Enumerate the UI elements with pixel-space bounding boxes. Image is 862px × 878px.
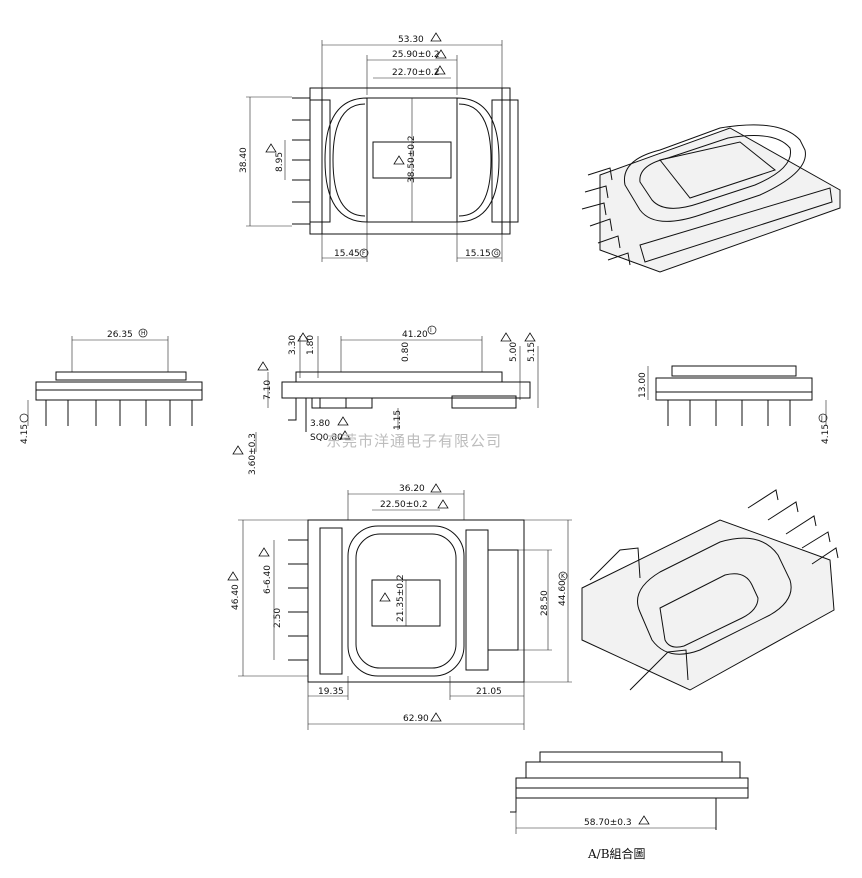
marker-circle-icon <box>818 413 828 423</box>
watermark: 东莞市洋通电子有限公司 <box>326 432 502 450</box>
dim-bot-28-50: 28.50 <box>540 590 550 616</box>
marker-k: K <box>561 573 566 580</box>
warning-triangle-icon <box>430 32 442 42</box>
warning-triangle-icon <box>393 155 405 165</box>
marker-g: G <box>494 250 499 257</box>
dim-side-sq: SQ0.80 <box>310 433 343 443</box>
warning-triangle-icon <box>379 592 391 602</box>
warning-triangle-icon <box>430 712 442 722</box>
iso-view-bottom <box>581 489 839 691</box>
dim-top-window-outer: 25.90±0.2 <box>392 50 440 60</box>
warning-triangle-icon <box>434 65 446 75</box>
warning-triangle-icon <box>265 143 277 153</box>
warning-triangle-icon <box>638 815 650 825</box>
warning-triangle-icon <box>430 483 442 493</box>
marker-circle-icon <box>138 328 148 338</box>
marker-circle-icon <box>359 248 369 258</box>
dim-right-4-15: 4.15 <box>821 424 831 444</box>
dim-bot-62-90: 62.90 <box>403 714 429 724</box>
dim-side-5-00: 5.00 <box>509 342 519 362</box>
dim-bot-21-05: 21.05 <box>476 687 502 697</box>
dim-side-7-10: 7.10 <box>263 380 273 400</box>
dim-side-5-15: 5.15 <box>527 342 537 362</box>
warning-triangle-icon <box>227 571 239 581</box>
dim-left-height: 4.15 <box>20 424 30 444</box>
warning-triangle-icon <box>500 332 512 342</box>
dim-top-window-inner: 22.70±0.2 <box>392 68 440 78</box>
warning-triangle-icon <box>257 361 269 371</box>
bottom-view: 36.20 22.50±0.2 46.40 6-6.40 2.50 21.35±… <box>227 483 572 730</box>
marker-circle-icon <box>491 248 501 258</box>
dim-top-left-offset: 15.45 <box>334 249 360 259</box>
dim-bot-46-40: 46.40 <box>231 584 241 610</box>
marker-circle-icon <box>19 413 29 423</box>
marker-circle-icon <box>558 571 568 581</box>
marker-h: H <box>141 330 146 337</box>
warning-triangle-icon <box>297 332 309 342</box>
dim-top-pitch: 8.95 <box>275 152 285 172</box>
dim-bot-21-35: 21.35±0.2 <box>396 574 406 622</box>
warning-triangle-icon <box>524 332 536 342</box>
warning-triangle-icon <box>232 445 244 455</box>
dim-side-41-20: 41.20 <box>402 330 428 340</box>
dim-bot-44-60: 44.60 <box>558 580 568 606</box>
dim-right-height: 13.00 <box>638 372 648 398</box>
warning-triangle-icon <box>339 430 351 440</box>
dim-left-width: 26.35 <box>107 330 133 340</box>
dim-bot-36-20: 36.20 <box>399 484 425 494</box>
marker-f: F <box>362 250 366 257</box>
warning-triangle-icon <box>337 416 349 426</box>
dim-top-right-offset: 15.15 <box>465 249 491 259</box>
dim-bot-2-50: 2.50 <box>273 608 283 628</box>
dim-side-0-80: 0.80 <box>401 342 411 362</box>
dim-bot-19-35: 19.35 <box>318 687 344 697</box>
dim-top-height: 38.40 <box>239 147 249 173</box>
right-side-view: 13.00 4.15 J <box>638 365 831 444</box>
dim-bot-22-50: 22.50±0.2 <box>380 500 428 510</box>
dim-side-1-15: 1.15 <box>393 410 403 430</box>
marker-circle-icon <box>427 325 437 335</box>
dim-bot-6-6-40: 6-6.40 <box>263 565 273 594</box>
ab-assembly-view: 58.70±0.3 A/B組合圖 <box>510 751 749 861</box>
dim-ab-58-70: 58.70±0.3 <box>584 818 632 828</box>
warning-triangle-icon <box>435 49 447 59</box>
dim-top-overall: 53.30 <box>398 35 424 45</box>
left-side-view: 26.35 H 4.15 <box>19 328 203 444</box>
top-view: 53.30 25.90±0.2 22.70±0.2 <box>239 32 519 262</box>
dim-side-3-60: 3.60±0.3 <box>248 433 258 475</box>
caption: A/B組合圖 <box>587 846 646 861</box>
front-side-view: 41.20 I 3.30 1.80 0.80 5.00 5.15 7.10 1.… <box>232 325 539 475</box>
marker-j: J <box>820 415 823 422</box>
iso-view-top <box>581 124 841 273</box>
dim-top-center: 38.50±0.2 <box>407 135 417 183</box>
dim-side-1-80: 1.80 <box>306 335 316 355</box>
dim-side-3-80: 3.80 <box>310 419 330 429</box>
warning-triangle-icon <box>437 499 449 509</box>
warning-triangle-icon <box>258 547 270 557</box>
marker-i: I <box>430 327 432 334</box>
dim-side-3-30: 3.30 <box>288 335 298 355</box>
